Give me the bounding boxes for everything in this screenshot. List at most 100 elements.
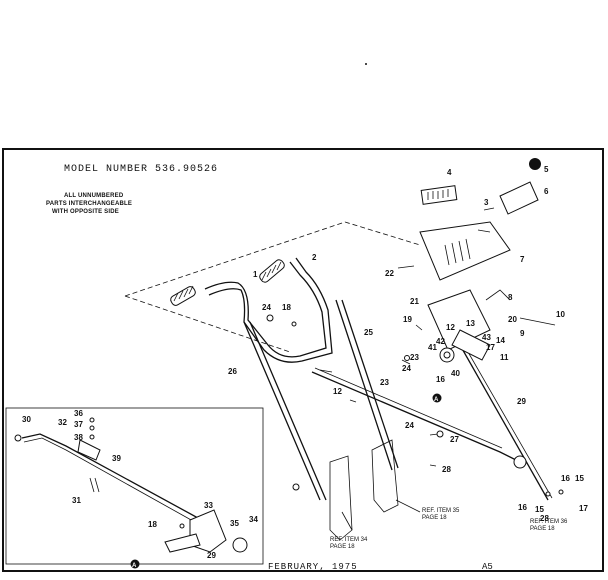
callout: 24 xyxy=(402,364,411,373)
callout: 20 xyxy=(508,315,517,324)
ref-item-36-line1: REF. ITEM 36 xyxy=(530,519,568,525)
handle-lower-left-inner xyxy=(249,321,327,501)
callout: 36 xyxy=(74,409,83,418)
callout: 1 xyxy=(253,270,258,279)
washer-23 xyxy=(404,355,410,361)
inset-part-39 xyxy=(77,439,101,461)
ref-35-leader xyxy=(395,499,421,513)
callout: 34 xyxy=(249,515,258,524)
callout: 22 xyxy=(385,269,394,278)
callout: 16 xyxy=(561,474,570,483)
linkage-plate xyxy=(427,289,491,351)
spring-8 xyxy=(485,289,511,301)
callout: 37 xyxy=(74,420,83,429)
callout: 23 xyxy=(410,353,419,362)
callout: 35 xyxy=(230,519,239,528)
callout: 12 xyxy=(333,387,342,396)
callout: 42 xyxy=(436,337,445,346)
callout: 11 xyxy=(500,353,509,362)
inset-rod-inner xyxy=(23,437,219,536)
knob-5 xyxy=(529,158,541,170)
stray-mark xyxy=(365,63,367,65)
callout: 10 xyxy=(556,310,565,319)
callout: 24 xyxy=(405,421,414,430)
callout: 28 xyxy=(540,514,549,523)
control-rod xyxy=(459,344,549,501)
linkage-bracket xyxy=(451,329,491,361)
handle-lower-right xyxy=(335,299,393,471)
callout: 4 xyxy=(447,168,452,177)
washer-24b xyxy=(436,430,444,438)
inset-part-31 xyxy=(89,477,100,493)
nut-18 xyxy=(291,321,297,327)
callout: 23 xyxy=(380,378,389,387)
callout: 15 xyxy=(575,474,584,483)
callout: 18 xyxy=(148,520,157,529)
note-line-3: WITH OPPOSITE SIDE xyxy=(52,209,119,215)
inset-knob xyxy=(232,537,248,553)
page-code: A5 xyxy=(482,562,493,572)
callout: 18 xyxy=(282,303,291,312)
callout: 31 xyxy=(72,496,81,505)
callout: 40 xyxy=(451,369,460,378)
callout: 9 xyxy=(520,329,525,338)
callout: 12 xyxy=(446,323,455,332)
inset-rod-end xyxy=(14,434,22,442)
callout: 15 xyxy=(535,505,544,514)
inset-nut-36 xyxy=(89,417,95,423)
ref-item-35-line1: REF. ITEM 35 xyxy=(422,508,460,514)
ref-item-34-line2: PAGE 18 xyxy=(330,544,355,550)
callout: 21 xyxy=(410,297,419,306)
ref-item-36-line2: PAGE 18 xyxy=(530,526,555,532)
callout: 19 xyxy=(403,315,412,324)
washer-bottom xyxy=(292,483,300,491)
control-plate xyxy=(419,221,511,281)
outline-top xyxy=(124,221,421,297)
washer-24 xyxy=(266,314,274,322)
note-line-2: PARTS INTERCHANGEABLE xyxy=(46,201,133,207)
inset-nut-37 xyxy=(89,425,95,431)
callout: 39 xyxy=(112,454,121,463)
callout: 14 xyxy=(496,336,505,345)
callout: 26 xyxy=(228,367,237,376)
inset-detail-a-marker xyxy=(130,559,140,569)
grip-left xyxy=(170,285,196,306)
outline-left xyxy=(124,295,291,353)
handle-lower-left xyxy=(243,321,321,501)
ref-item-34-line1: REF. ITEM 34 xyxy=(330,537,368,543)
ref-item-36: REF. ITEM 36 PAGE 18 xyxy=(530,519,567,533)
detail-a-marker xyxy=(432,393,442,403)
callout: 5 xyxy=(544,165,549,174)
note-line-1: ALL UNNUMBERED xyxy=(64,193,124,199)
grip-right xyxy=(259,259,285,283)
callout: 29 xyxy=(517,397,526,406)
detail-a-label: A xyxy=(434,397,439,403)
callout: 41 xyxy=(428,343,437,352)
ref-item-35: REF. ITEM 35 PAGE 18 xyxy=(422,508,459,522)
model-number: MODEL NUMBER 536.90526 xyxy=(64,164,219,175)
cross-shaft-inner xyxy=(314,367,503,449)
inset-detail-a-label: A xyxy=(132,563,137,569)
callout: 32 xyxy=(58,418,67,427)
callout: 27 xyxy=(450,435,459,444)
inset-rod xyxy=(21,433,221,531)
callout: 17 xyxy=(579,504,588,513)
inset-nut-18 xyxy=(179,523,185,529)
inset-nut-38 xyxy=(89,434,95,440)
callout: 28 xyxy=(442,465,451,474)
control-plate-slots xyxy=(444,238,471,266)
print-date: FEBRUARY, 1975 xyxy=(268,562,358,572)
callout: 38 xyxy=(74,433,83,442)
ref-item-35-line2: PAGE 18 xyxy=(422,515,447,521)
cross-shaft xyxy=(311,371,521,463)
callout: 2 xyxy=(312,253,317,262)
callout: 30 xyxy=(22,415,31,424)
callout: 43 xyxy=(482,333,491,342)
callout: 33 xyxy=(204,501,213,510)
handle-upper-inner xyxy=(208,257,333,363)
pivot-40-inner xyxy=(443,351,451,359)
pin-10 xyxy=(519,317,556,326)
nut-15 xyxy=(558,489,564,495)
ref-35-shape xyxy=(371,439,399,513)
